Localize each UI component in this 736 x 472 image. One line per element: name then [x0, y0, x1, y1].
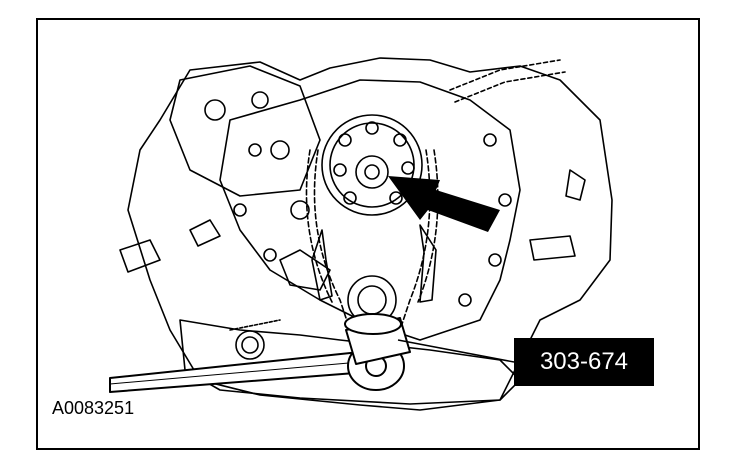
left-head-plate [169, 65, 321, 197]
right-chain [449, 59, 561, 91]
engine-block-outline [127, 57, 613, 411]
side-bracket [529, 235, 576, 261]
tool-number-callout: 303-674 [514, 338, 654, 386]
camshaft-sprocket [321, 114, 423, 216]
wrench-handle [109, 351, 369, 393]
chain-guide-left [311, 229, 333, 301]
chain-guide-right [419, 224, 437, 303]
chain-tensioner [279, 249, 331, 291]
pointer-arrow [388, 176, 500, 232]
timing-chain [313, 149, 431, 331]
tool-leader-line [397, 339, 515, 363]
figure-id-label: A0083251 [52, 398, 135, 418]
timing-cover-plate [219, 79, 521, 341]
camshaft-hub [355, 155, 389, 189]
